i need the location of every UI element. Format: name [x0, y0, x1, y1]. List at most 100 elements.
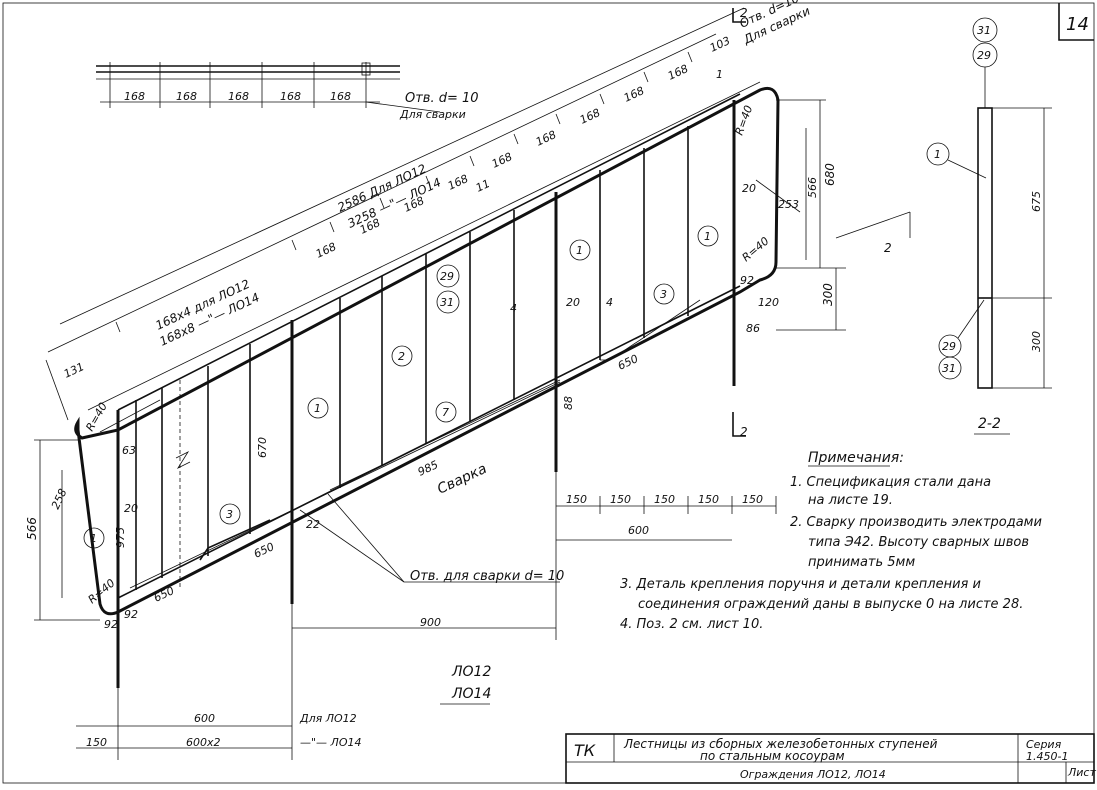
sheet-number-box	[1058, 3, 1094, 41]
dim-20-mid: 20	[566, 296, 580, 309]
sheet-number: 14	[1066, 14, 1089, 35]
slope-dimension-labels: 168 168 168 168 168 168 168 168 168 168 …	[62, 0, 813, 381]
dim-20-right: 20	[742, 182, 756, 195]
callout-1-b: 1	[314, 402, 321, 415]
dim-88: 88	[562, 396, 575, 410]
dim-92-a: 92	[104, 618, 118, 631]
dim-86: 86	[746, 322, 760, 335]
dim-600-bottom: 600	[194, 712, 215, 725]
note-line: соединения ограждений даны в выпуске 0 н…	[638, 597, 1023, 612]
dim-600-right: 600	[628, 524, 649, 537]
side-callout-29-b: 29	[942, 340, 956, 353]
dim-150-bottom: 150	[86, 736, 107, 749]
dim-92-b: 92	[124, 608, 138, 621]
callout-1-a: 1	[90, 532, 97, 545]
top-detail-span: 168	[280, 90, 301, 103]
notes-heading: Примечания:	[808, 450, 904, 466]
dim-150: 150	[566, 493, 587, 506]
title-bottom-text: Ограждения ЛО12, ЛО14	[740, 768, 886, 781]
label-lo12: ЛО12	[451, 664, 491, 680]
dim-150: 150	[654, 493, 675, 506]
notes-block: Примечания: 1. Спецификация стали дана н…	[620, 450, 1042, 632]
dim-600x2: 600х2	[186, 736, 221, 749]
side-callout-31: 31	[977, 24, 991, 37]
dim-258: 258	[49, 487, 70, 512]
callout-1-c: 1	[576, 244, 583, 257]
title-line-2: по стальным косоурам	[700, 749, 845, 763]
dim-R40-d: R=40	[740, 235, 772, 265]
dim-4-b: 4	[606, 296, 613, 309]
note-line: 3. Деталь крепления поручня и детали кре…	[620, 577, 981, 592]
dim-670: 670	[256, 437, 269, 458]
callout-1-d: 1	[704, 230, 711, 243]
top-detail-span: 168	[176, 90, 197, 103]
side-view: 675 300 31 29 1 29 31 2-2	[926, 17, 1052, 435]
section-mark-top: 2	[732, 6, 748, 23]
note-line: 1. Спецификация стали дана	[790, 475, 991, 490]
dim-1: 1	[716, 68, 723, 81]
callout-3-b: 3	[660, 288, 667, 301]
slope-value: 2	[884, 241, 892, 255]
callout-3-a: 3	[226, 508, 233, 521]
section-title: 2-2	[978, 416, 1001, 432]
dim-R40-b: R=40	[86, 577, 118, 607]
span-label: 103	[708, 34, 733, 55]
dim-566-left: 566	[25, 517, 39, 540]
dim-20-left: 20	[124, 502, 138, 515]
dim-92-right: 92	[740, 274, 754, 287]
span-label: 168	[578, 106, 603, 127]
note-line: типа Э42. Высоту сварных швов	[808, 535, 1029, 550]
dim-11: 11	[474, 177, 492, 195]
dim-22: 22	[306, 518, 320, 531]
top-detail-span: 168	[228, 90, 249, 103]
side-callout-31-b: 31	[942, 362, 956, 375]
dim-4-a: 4	[510, 302, 517, 315]
dim-650-a: 650	[152, 584, 177, 605]
bottom-dimensions: 150 150 150 150 150 600 900 600 150 600х…	[76, 470, 777, 760]
side-dim-300: 300	[1030, 331, 1043, 352]
weld-label: Сварка	[435, 461, 489, 498]
top-detail-hole-note: Отв. d= 10	[405, 91, 479, 106]
dim-131: 131	[62, 360, 87, 381]
note-line: принимать 5мм	[808, 555, 915, 570]
series-value: 1.450-1	[1026, 750, 1068, 763]
title-code: ТК	[574, 741, 596, 760]
right-dimensions: 680 566 300 253 120 86 20 R=40 R=40 92 2	[733, 99, 911, 335]
bottom-lo12-note: Для ЛО12	[299, 712, 357, 725]
callout-2: 2	[398, 350, 405, 363]
side-dim-675: 675	[1030, 191, 1043, 212]
sheet-label: Лист	[1067, 766, 1096, 779]
dim-566-right: 566	[806, 177, 819, 198]
side-callout-29: 29	[977, 49, 991, 62]
side-callout-1: 1	[934, 148, 941, 161]
title-block: ТК Лестницы из сборных железобетонных ст…	[565, 733, 1096, 784]
section-mark-label: 2	[740, 6, 748, 20]
span-label: 168	[314, 240, 339, 261]
callout-31: 31	[440, 296, 454, 309]
callout-29: 29	[440, 270, 454, 283]
top-detail-hole-note-2: Для сварки	[399, 108, 466, 121]
callouts: 1 3 1 2 29 31 7 1 3 1	[83, 225, 719, 549]
dim-680: 680	[823, 163, 837, 186]
slope-dimensions	[45, 7, 761, 421]
dim-150: 150	[610, 493, 631, 506]
note-line: на листе 19.	[808, 493, 893, 508]
weld-hole-note: Отв. для сварки d= 10	[410, 569, 564, 584]
dim-150: 150	[698, 493, 719, 506]
dim-300-right: 300	[821, 283, 835, 306]
dim-63: 63	[122, 444, 136, 457]
dim-985: 985	[416, 458, 441, 479]
dim-120: 120	[758, 296, 779, 309]
dim-650-b: 650	[252, 540, 277, 561]
span-label: 168	[446, 172, 471, 193]
callout-7: 7	[442, 406, 449, 419]
top-detail-span: 168	[124, 90, 145, 103]
series-label: Серия	[1026, 738, 1062, 751]
span-label: 168	[534, 128, 559, 149]
section-mark-label: 2	[740, 425, 748, 439]
top-detail-span: 168	[330, 90, 351, 103]
bottom-lo14-note: —"— ЛО14	[300, 736, 361, 749]
